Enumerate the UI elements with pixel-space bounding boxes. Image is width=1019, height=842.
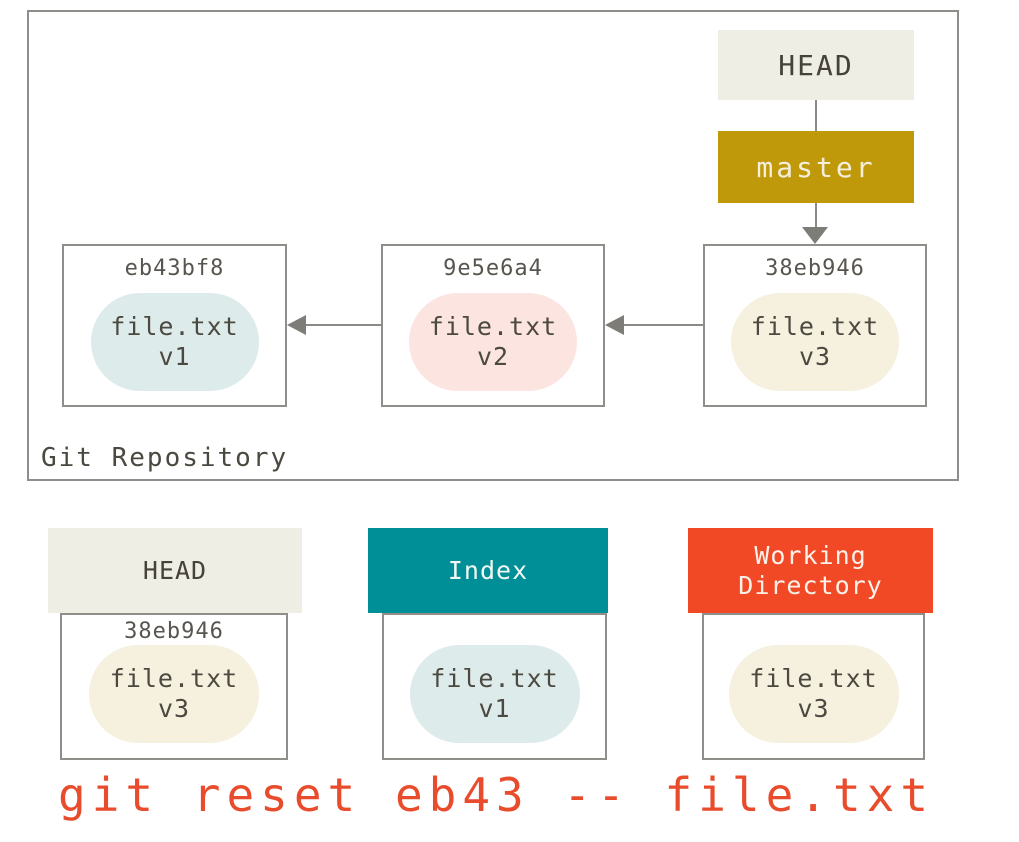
file-blob-v3: file.txt v3 — [89, 645, 259, 743]
index-area-box: file.txt v1 — [382, 613, 607, 760]
master-to-commit-connector — [815, 203, 817, 231]
head-area-box: 38eb946 file.txt v3 — [60, 613, 288, 760]
index-area-header: Index — [368, 528, 608, 613]
file-blob-v2: file.txt v2 — [409, 293, 577, 391]
commit-hash: 38eb946 — [765, 256, 865, 281]
parent-arrow-line — [304, 324, 381, 326]
working-directory-area-box: file.txt v3 — [702, 613, 925, 760]
index-area-hash — [384, 619, 605, 645]
blob-filename: file.txt — [750, 312, 880, 341]
file-blob-v3: file.txt v3 — [728, 645, 899, 743]
file-blob-v3: file.txt v3 — [731, 293, 899, 391]
parent-arrow-line — [622, 324, 703, 326]
working-directory-area-header: Working Directory — [688, 528, 933, 613]
git-command-caption: git reset eb43 -- file.txt — [58, 768, 935, 822]
blob-version: v3 — [798, 342, 832, 371]
blob-filename: file.txt — [749, 664, 878, 693]
blob-filename: file.txt — [109, 664, 239, 693]
down-arrowhead-icon — [802, 227, 828, 244]
commit-hash: 9e5e6a4 — [443, 256, 543, 281]
head-area-header: HEAD — [48, 528, 302, 613]
blob-version: v3 — [157, 694, 191, 723]
file-blob-v1: file.txt v1 — [409, 645, 580, 743]
head-pointer-box: HEAD — [718, 30, 914, 100]
commit-box-38eb946: 38eb946 file.txt v3 — [703, 244, 927, 407]
blob-version: v1 — [478, 694, 511, 723]
working-directory-area-hash — [704, 619, 923, 645]
blob-filename: file.txt — [110, 312, 239, 341]
file-blob-v1: file.txt v1 — [90, 293, 259, 391]
blob-filename: file.txt — [428, 312, 558, 341]
blob-filename: file.txt — [430, 664, 559, 693]
head-area-hash: 38eb946 — [124, 619, 224, 644]
left-arrowhead-icon — [287, 315, 306, 335]
git-repository-label: Git Repository — [41, 443, 289, 473]
blob-version: v3 — [797, 694, 830, 723]
blob-version: v2 — [476, 342, 510, 371]
commit-box-9e5e6a4: 9e5e6a4 file.txt v2 — [381, 244, 605, 407]
commit-box-eb43bf8: eb43bf8 file.txt v1 — [62, 244, 287, 407]
blob-version: v1 — [158, 342, 191, 371]
head-to-master-connector — [815, 100, 817, 131]
commit-hash: eb43bf8 — [124, 256, 225, 281]
left-arrowhead-icon — [605, 315, 624, 335]
master-branch-box: master — [718, 131, 914, 203]
